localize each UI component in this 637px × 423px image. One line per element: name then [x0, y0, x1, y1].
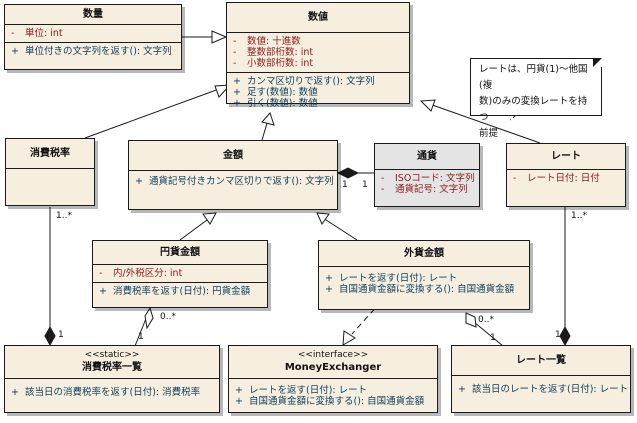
class-yen-amount-attrs: -内/外税区分: int: [93, 265, 267, 283]
attr-int-digits: 整数部桁数: int: [247, 47, 314, 58]
op-comma: カンマ区切りで返す(): 文字列: [247, 76, 375, 87]
mult-foreign-one: 1: [490, 333, 496, 343]
yen-taxlist-aggregation: [134, 315, 148, 347]
class-quantity-ops: +単位付きの文字列を返す(): 文字列: [11, 46, 172, 57]
op-ex-return-rate: レートを返す(日付): レート: [249, 385, 368, 396]
class-money-exchanger-ops: +レートを返す(日付): レート +自国通貨金額に変換する(): 自国通貨金額: [235, 385, 425, 407]
mult-yen-many: 0..*: [160, 312, 176, 322]
mult-rate-many: 1..*: [571, 211, 587, 221]
foreign-exchanger-realization: [351, 293, 389, 335]
op-currency-comma: 通貨記号付きカンマ区切りで返す(): 文字列: [149, 176, 334, 187]
class-number-ops: +カンマ区切りで返す(): 文字列 +足す(数値): 数値 +引く(数値): 数…: [233, 76, 375, 109]
class-quantity-name: 数量: [5, 5, 181, 25]
mult-tax-many: 1..*: [56, 211, 72, 221]
class-foreign-amount-ops: +レートを返す(日付): レート +自国通貨金額に変換する(): 自国通貨金額: [325, 273, 515, 295]
class-quantity-attrs: -単位: int: [5, 25, 181, 43]
class-yen-amount-ops: +消費税率を返す(日付): 円貨金額: [99, 286, 251, 297]
class-rate[interactable]: レート -レート日付: 日付: [506, 143, 626, 207]
attr-currency-symbol: 通貨記号: 文字列: [395, 184, 468, 195]
class-money-exchanger-name: <<interface>> MoneyExchanger: [229, 346, 437, 379]
attr-unit: 単位: int: [25, 28, 63, 39]
note-rate-assumption: レートは、円貨(1)～他国(複 数)のみの変換レートを持つ 前提: [470, 58, 602, 139]
class-number-name: 数値: [227, 3, 409, 33]
yen-to-amount-generalization: [179, 219, 208, 241]
op-return-tax: 消費税率を返す(日付): 円貨金額: [113, 286, 251, 297]
mult-currency-2: 1: [362, 180, 368, 190]
class-currency-name: 通貨: [375, 144, 479, 170]
stereotype-static: <<static>>: [84, 350, 140, 360]
class-consumption-tax-name: 消費税率: [6, 139, 94, 169]
class-yen-amount[interactable]: 円貨金額 -内/外税区分: int +消費税率を返す(日付): 円貨金額: [92, 240, 268, 308]
class-quantity[interactable]: 数量 -単位: int +単位付きの文字列を返す(): 文字列: [4, 4, 182, 70]
class-tax-list[interactable]: <<static>> 消費税率一覧 +該当日の消費税率を返す(日付): 消費税率: [4, 345, 220, 413]
class-foreign-amount[interactable]: 外貨金額 +レートを返す(日付): レート +自国通貨金額に変換する(): 自国…: [318, 240, 530, 310]
class-money-exchanger[interactable]: <<interface>> MoneyExchanger +レートを返す(日付)…: [228, 345, 438, 413]
class-rate-list[interactable]: レート一覧 +該当日のレートを返す(日付): レート: [451, 345, 631, 413]
op-subtract: 引く(数値): 数値: [247, 98, 318, 109]
mult-tax-one: 1: [58, 330, 64, 340]
stereotype-interface: <<interface>>: [297, 350, 369, 360]
mult-rate-one: 1: [555, 330, 561, 340]
attr-iso-code: ISOコード: 文字列: [395, 173, 475, 184]
op-return-rate: レートを返す(日付): レート: [339, 273, 458, 284]
foreign-to-amount-generalization: [322, 217, 358, 241]
class-amount[interactable]: 金額 +通貨記号付きカンマ区切りで返す(): 文字列: [128, 140, 338, 210]
op-tax-for-date: 該当日の消費税率を返す(日付): 消費税率: [25, 387, 201, 398]
op-rate-for-date: 該当日のレートを返す(日付): レート: [472, 384, 629, 395]
class-foreign-amount-name: 外貨金額: [319, 241, 529, 267]
foreign-ratelist-aggregation: [473, 321, 504, 347]
class-currency[interactable]: 通貨 -ISOコード: 文字列 -通貨記号: 文字列: [374, 143, 480, 207]
class-consumption-tax[interactable]: 消費税率: [5, 138, 95, 206]
class-rate-list-ops: +該当日のレートを返す(日付): レート: [458, 384, 629, 395]
class-amount-name: 金額: [129, 141, 337, 171]
class-rate-list-name: レート一覧: [452, 346, 630, 376]
op-unit-string: 単位付きの文字列を返す(): 文字列: [25, 46, 172, 57]
attr-tax-category: 内/外税区分: int: [113, 268, 183, 279]
rate-to-number-generalization: [420, 100, 541, 144]
class-number[interactable]: 数値 -数値: 十進数 -整数部桁数: int -小数部桁数: int +カンマ…: [226, 2, 410, 109]
op-convert-home: 自国通貨金額に変換する(): 自国通貨金額: [339, 284, 515, 295]
attr-dec-digits: 小数部桁数: int: [247, 58, 314, 69]
class-yen-amount-name: 円貨金額: [93, 241, 267, 265]
class-rate-attrs: -レート日付: 日付: [513, 173, 600, 184]
attr-rate-date: レート日付: 日付: [527, 173, 600, 184]
class-rate-name: レート: [507, 144, 625, 170]
mult-yen-one: 1: [138, 332, 144, 342]
mult-currency-1: 1: [342, 180, 348, 190]
attr-value: 数値: 十進数: [247, 36, 301, 47]
tax-to-number-generalization: [84, 84, 231, 139]
class-currency-attrs: -ISOコード: 文字列 -通貨記号: 文字列: [381, 173, 475, 195]
op-add: 足す(数値): 数値: [247, 87, 318, 98]
class-amount-ops: +通貨記号付きカンマ区切りで返す(): 文字列: [135, 176, 334, 187]
op-ex-convert-home: 自国通貨金額に変換する(): 自国通貨金額: [249, 396, 425, 407]
class-number-attrs: -数値: 十進数 -整数部桁数: int -小数部桁数: int: [227, 33, 409, 73]
class-tax-list-ops: +該当日の消費税率を返す(日付): 消費税率: [11, 387, 201, 398]
mult-foreign-many: 0..*: [478, 315, 494, 325]
class-tax-list-name: <<static>> 消費税率一覧: [5, 346, 219, 379]
